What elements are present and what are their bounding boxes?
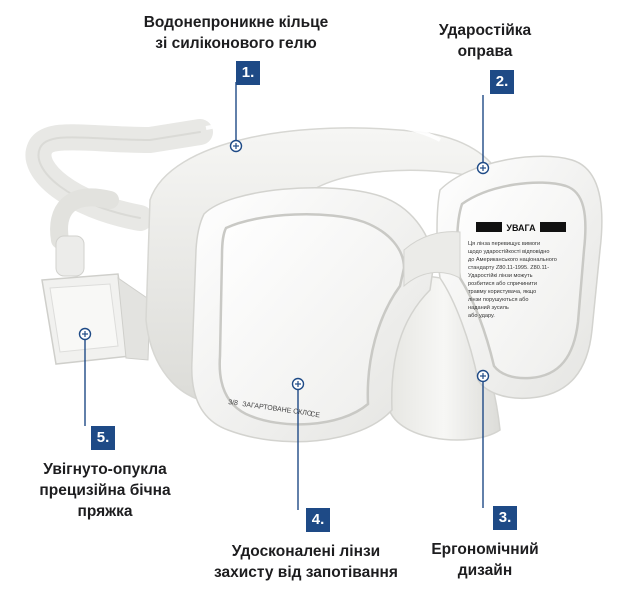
feature-5-label: Увігнуто-опукла прецизійна бічна пряжка: [39, 461, 171, 520]
sticker-line: Ударостійкі лінзи можуть: [468, 272, 533, 279]
sticker-text-group: УВАГА Ця лінза перевищує вимоги щодо уда…: [468, 223, 557, 319]
feature-3-label: Ергономічний дизайн: [431, 541, 539, 579]
sticker-line: або удару.: [468, 313, 495, 319]
hotspot-crosses: [82, 143, 486, 387]
lens-left: [218, 213, 406, 426]
strap: [25, 119, 213, 249]
sticker-line: лінзи порушуються або: [468, 297, 528, 303]
feature-4-label: Удосконалені лінзи захисту від запотіван…: [214, 543, 398, 581]
sticker-line: Ця лінза перевищує вимоги: [468, 241, 540, 247]
sticker-line: розбитися або спричинити: [468, 281, 537, 287]
feature-1-badge: 1.: [236, 61, 260, 85]
feature-2-badge: 2.: [490, 70, 514, 94]
sticker-line: до Американського національного: [468, 257, 557, 263]
ce-mark: CE: [310, 411, 321, 419]
sticker-line: наданий зусиль: [468, 304, 509, 311]
sticker-title: УВАГА: [506, 223, 536, 233]
leader-lines: [84, 82, 484, 510]
feature-4-badge: 4.: [306, 508, 330, 532]
feature-1-label: Водонепроникне кільце зі силіконового ге…: [143, 14, 329, 52]
side-buckle: [41, 235, 151, 365]
sticker-line: травму користувача, якщо: [468, 289, 536, 295]
feature-5-badge: 5.: [91, 426, 115, 450]
feature-3-badge: 3.: [493, 506, 517, 530]
sticker-line: щодо ударостійкості відповідно: [468, 248, 549, 255]
warning-sticker: [476, 222, 566, 232]
feature-2-label: Ударостійка оправа: [438, 22, 532, 60]
lens-mark-size: 3/8: [228, 399, 239, 407]
sticker-line: стандарту Z80.11-1995. Z80.11-: [468, 265, 549, 271]
